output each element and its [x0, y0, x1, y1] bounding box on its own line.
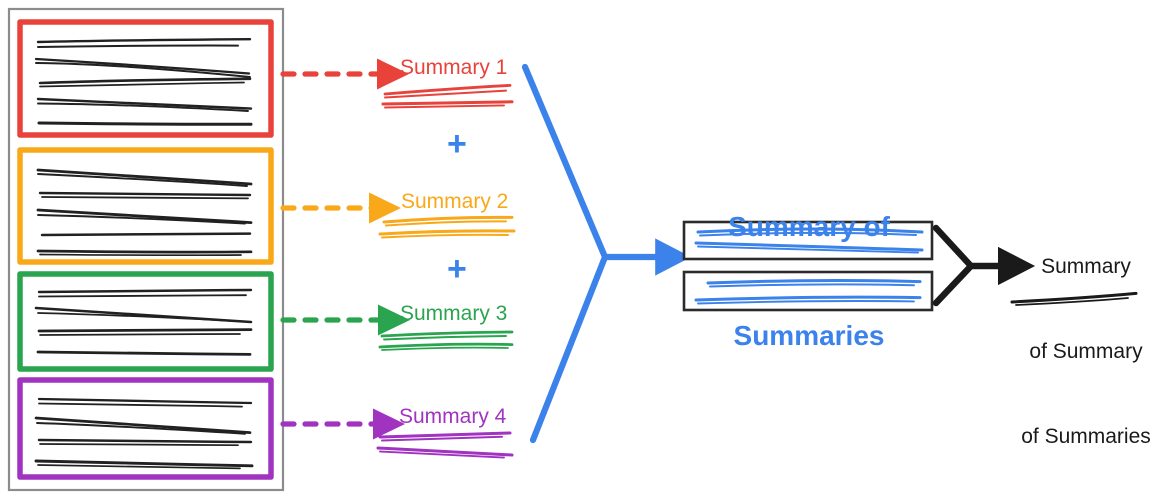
- summary-1-squiggle: [381, 84, 514, 109]
- group-green-text-lines: [34, 288, 253, 356]
- final-summary-label: Summary of Summary of Summaries: [1006, 196, 1166, 495]
- summary-of-summaries-title: Summary of Summaries: [690, 136, 928, 427]
- summary-of-summaries-box-2: [682, 270, 934, 312]
- document-group-red: [17, 19, 274, 138]
- final-summary-squiggle: [1010, 291, 1138, 306]
- document-group-green: [17, 271, 274, 372]
- black-converging-arrow: [932, 224, 975, 307]
- summary-4-squiggle: [376, 431, 514, 459]
- summary-3-label: Summary 3: [400, 302, 508, 325]
- summary-1-label: Summary 1: [400, 56, 508, 79]
- final-label-line-1: Summary: [1041, 254, 1131, 278]
- plus-operator-2: +: [447, 250, 467, 288]
- final-label-line-2: of Summary: [1029, 339, 1143, 363]
- blue-converging-arrow: [521, 63, 609, 444]
- document-group-purple: [17, 377, 274, 480]
- summary-4-label: Summary 4: [399, 405, 507, 428]
- group-box-orange: [17, 147, 274, 265]
- plus-operator-1: +: [447, 125, 467, 163]
- document-group-orange: [17, 147, 274, 265]
- source-documents-container: [7, 7, 285, 492]
- summary-of-summaries-box-1: [682, 220, 934, 261]
- group-purple-text-lines: [34, 397, 254, 470]
- final-label-line-3: of Summaries: [1021, 424, 1151, 448]
- sos-title-line-2: Summaries: [733, 319, 885, 351]
- sos-title-line-1: Summary of: [728, 210, 890, 242]
- summary-2-label: Summary 2: [401, 190, 509, 213]
- group-red-text-lines: [34, 38, 253, 126]
- summary-3-squiggle: [378, 330, 514, 351]
- summary-2-squiggle: [378, 215, 516, 239]
- group-orange-text-lines: [36, 168, 253, 257]
